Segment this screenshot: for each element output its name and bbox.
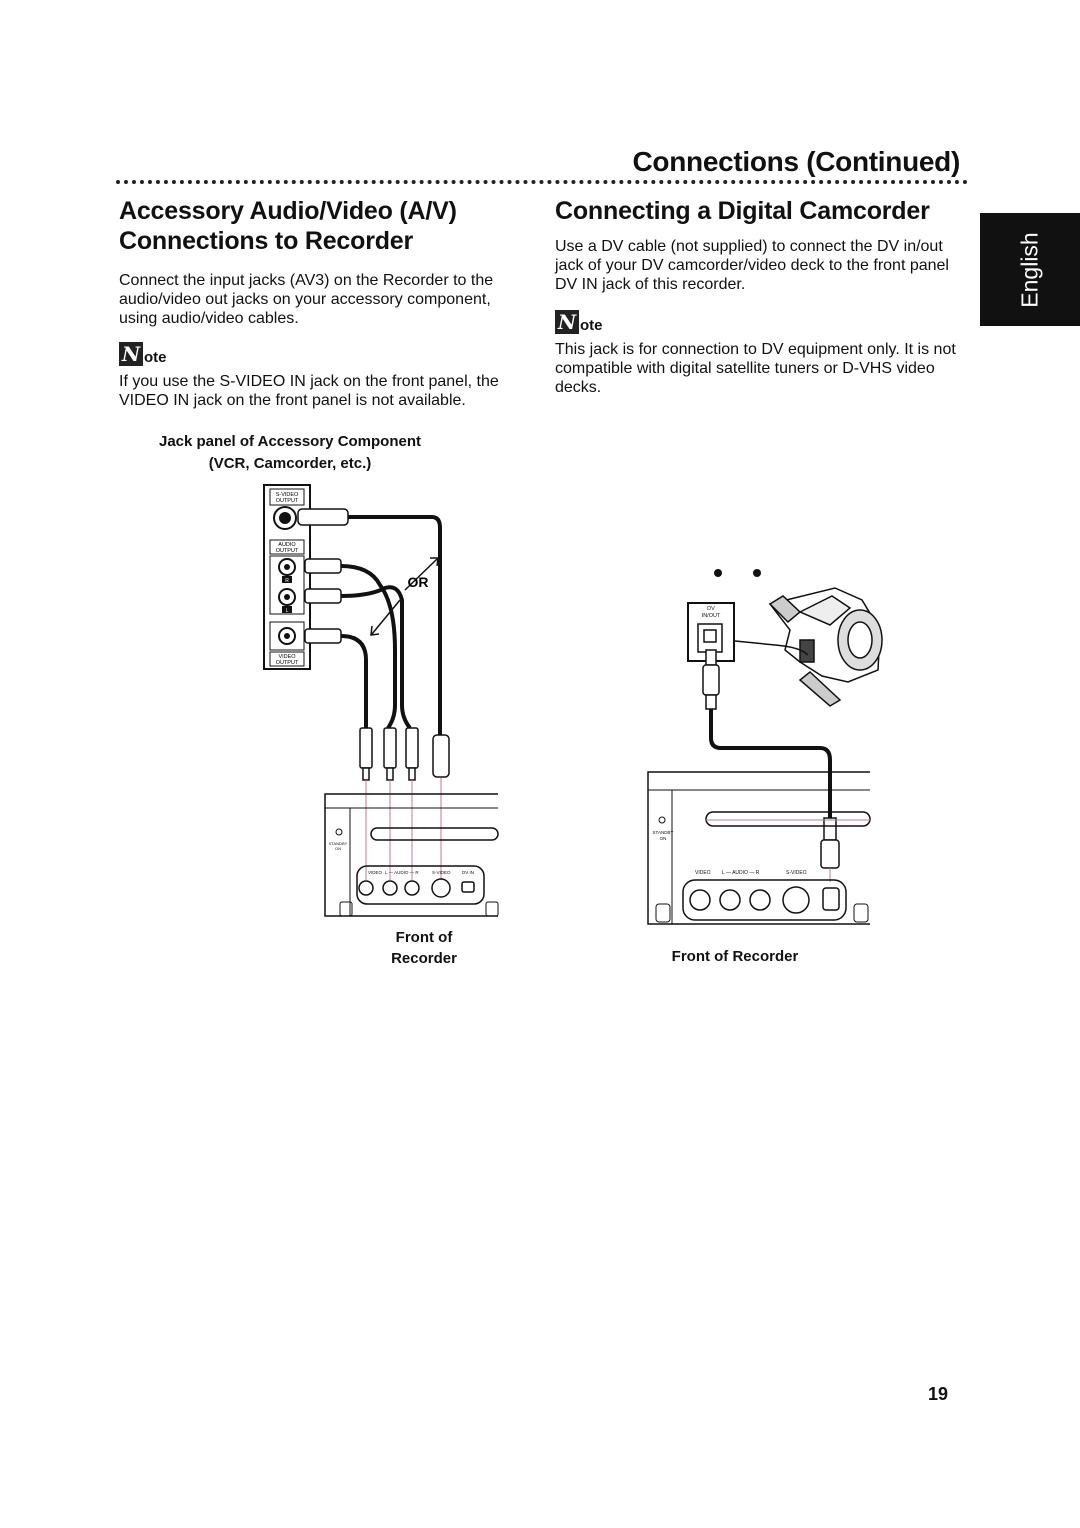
standby-label: STANDBY [329,841,348,846]
left-note-heading: N ote [119,342,519,366]
left-note-label: ote [144,349,167,366]
on-label: ON [335,846,341,851]
or-arrows [370,557,439,636]
right-recorder-caption: Front of Recorder [671,948,799,965]
left-diagram-caption-line2: (VCR, Camcorder, etc.) [208,455,372,472]
left-recorder-caption-line2: Recorder [391,950,457,967]
svideo-output-label: S-VIDEO [276,492,299,498]
or-label: OR [408,574,429,590]
right-section: Connecting a Digital Camcorder Use a DV … [555,196,963,397]
audio-jack-label-right: L — AUDIO — R [722,870,760,876]
recorder-front-left: STANDBY ON VIDEO L — AUDIO — R S-VIDEO D… [324,793,499,917]
page-header: Connections (Continued) [632,146,960,177]
connector-plugs [359,727,450,781]
note-n-icon: N [119,342,143,366]
accessory-jack-panel: S-VIDEO OUTPUT AUDIO OUTPUT R L VIDEO OU… [263,484,311,670]
standby-label-right: STANDBY [653,830,674,835]
dvin-jack-label: DV IN [462,870,474,875]
recorder-front-right: STANDBY ON VIDEO L — AUDIO — R S-VIDEO [647,771,871,925]
dv-inout-label: IN/OUT [702,613,721,619]
note-n-icon: N [555,310,579,334]
left-diagram-caption-line1: Jack panel of Accessory Component [158,433,422,450]
right-note-label: ote [580,317,603,334]
right-note-heading: N ote [555,310,963,334]
right-title: Connecting a Digital Camcorder [555,197,930,225]
audio-output-label: AUDIO [278,542,296,548]
svideo-output-label-2: OUTPUT [276,498,299,504]
svideo-jack-label-right: S-VIDEO [786,870,807,876]
dv-connection-diagram: DV IN/OUT STANDBY ON VIDEO L — AUDIO — [647,569,883,925]
right-body: Use a DV cable (not supplied) to connect… [555,238,949,293]
left-title-line1: Accessory Audio/Video (A/V) [119,197,457,225]
left-recorder-caption-line1: Front of [395,929,453,946]
left-title-line2: Connections to Recorder [119,227,414,255]
dv-label: DV [707,606,715,612]
left-body: Connect the input jacks (AV3) on the Rec… [119,272,494,327]
audio-jack-label: L — AUDIO — R [385,870,419,875]
cables [340,515,442,735]
panel-plugs [297,508,349,644]
video-output-label-2: OUTPUT [276,660,299,666]
page-number: 19 [927,1384,948,1404]
camcorder-illustration [768,587,883,707]
video-jack-label: VIDEO [368,870,383,875]
language-tab: English [980,213,1080,326]
av-connection-diagram: S-VIDEO OUTPUT AUDIO OUTPUT R L VIDEO OU… [263,484,499,917]
svideo-jack-label: S-VIDEO [432,870,451,875]
left-recorder-caption: Front of Recorder [372,927,476,969]
header-divider [116,180,968,184]
jack-r-label: R [285,578,289,584]
on-label-right: ON [660,836,667,841]
video-output-label: VIDEO [278,654,296,660]
left-title: Accessory Audio/Video (A/V) Connections … [119,196,519,256]
guide-lines [365,778,442,880]
jack-l-label: L [286,608,289,614]
left-section: Accessory Audio/Video (A/V) Connections … [119,196,519,410]
right-note-text: This jack is for connection to DV equipm… [555,341,956,396]
left-diagram-caption: Jack panel of Accessory Component (VCR, … [130,431,450,475]
audio-output-label-2: OUTPUT [276,548,299,554]
language-tab-label: English [1016,231,1043,308]
video-jack-label-right: VIDEO [695,870,711,876]
left-note-text: If you use the S-VIDEO IN jack on the fr… [119,373,499,409]
dv-cable [702,640,840,882]
